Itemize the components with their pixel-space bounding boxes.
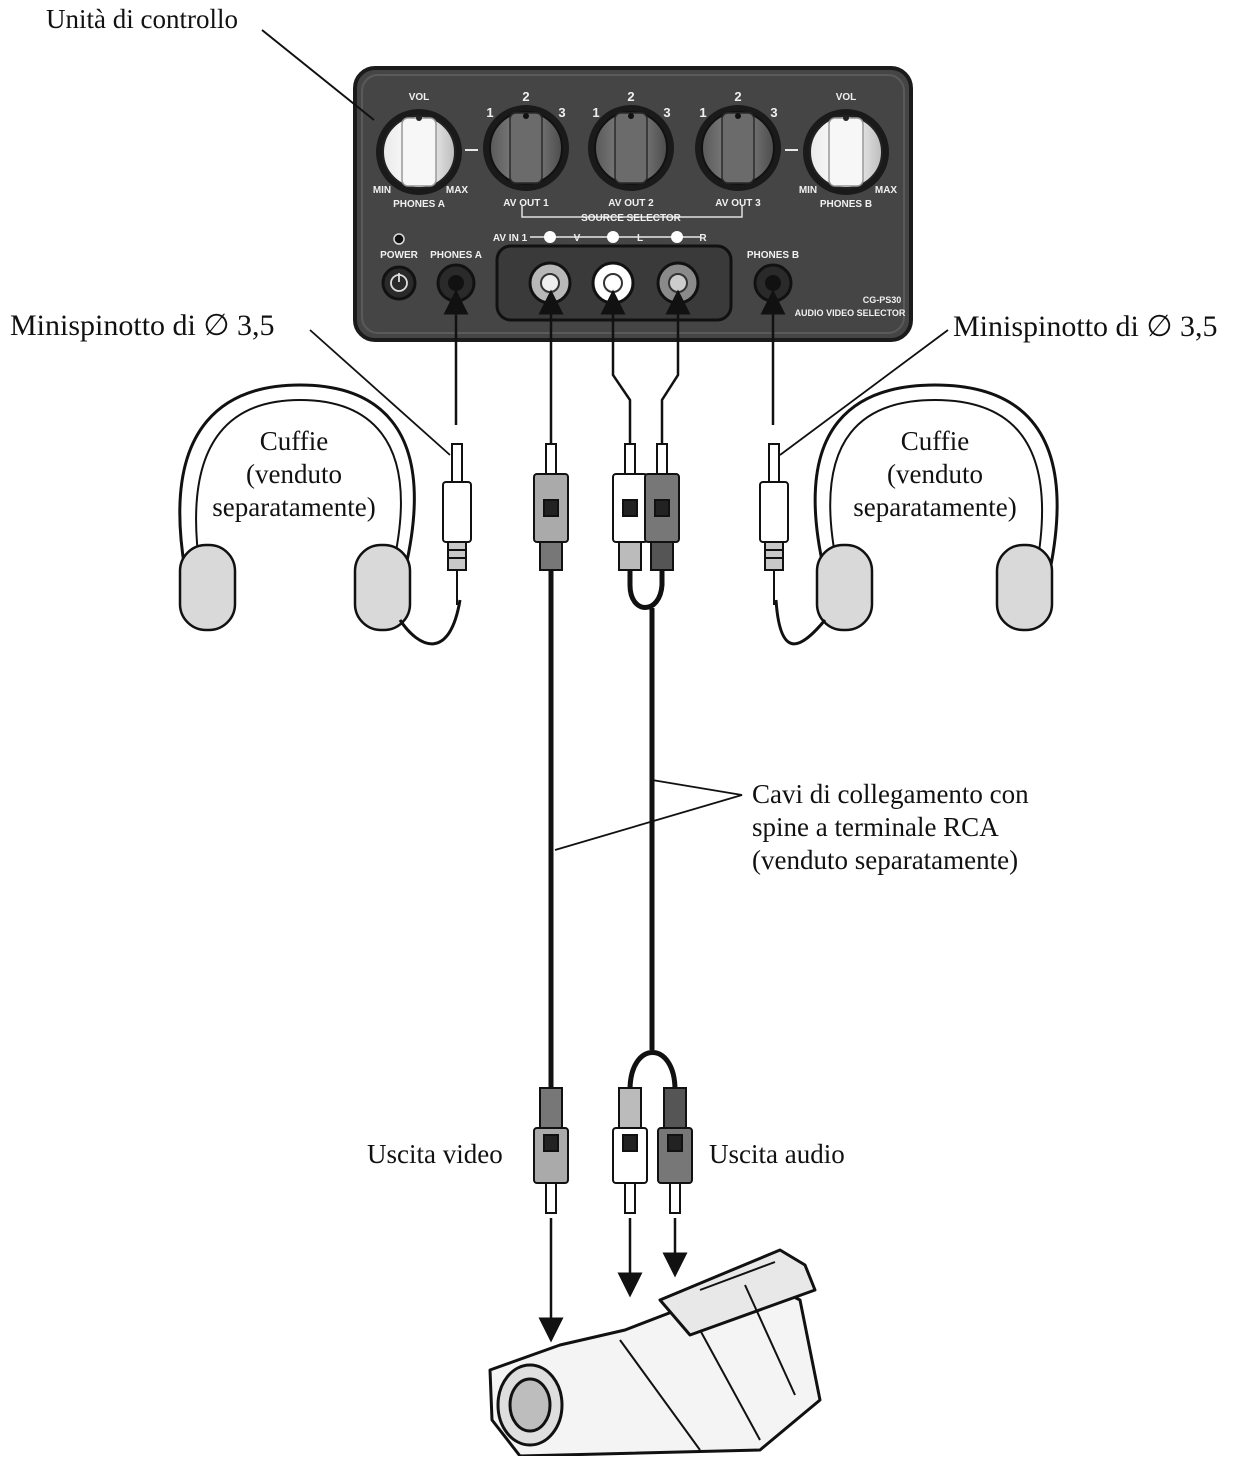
av-in-l-jack[interactable] xyxy=(591,261,635,305)
minijack-plug-left xyxy=(442,443,472,605)
cables-leader xyxy=(554,779,743,851)
rca-plug-audio-r-bottom xyxy=(657,1087,693,1214)
sel2-num-1: 1 xyxy=(592,105,599,120)
av-out-1-label: AV OUT 1 xyxy=(503,198,549,209)
video-out-label: Uscita video xyxy=(367,1139,503,1169)
headphones-right-line-2: (venduto xyxy=(887,459,983,489)
headphones-right-line-1: Cuffie xyxy=(900,426,970,456)
vol-b-label: VOL xyxy=(836,92,857,103)
sel3-num-2: 2 xyxy=(734,89,741,104)
rca-plug-video-bottom xyxy=(533,1087,569,1214)
sel1-num-2: 2 xyxy=(522,89,529,104)
av-out-3-label: AV OUT 3 xyxy=(715,198,761,209)
phones-a-jack[interactable] xyxy=(436,263,476,303)
headphones-right-label: Cuffie (venduto separatamente) xyxy=(835,425,1035,524)
phones-b-jack[interactable] xyxy=(753,263,793,303)
headphones-right xyxy=(774,383,1059,646)
camcorder xyxy=(488,1248,822,1458)
cables-line-2: spine a terminale RCA xyxy=(752,812,999,842)
vol-b-max-label: MAX xyxy=(875,185,898,196)
control-unit-leader xyxy=(261,29,375,121)
av-in-v-jack[interactable] xyxy=(528,261,572,305)
rca-plug-audio-l-top xyxy=(612,443,648,571)
av-out-3-selector[interactable] xyxy=(695,105,781,191)
phones-a-knob-label: PHONES A xyxy=(393,199,445,210)
source-selector-label: SOURCE SELECTOR xyxy=(581,213,682,224)
rca-plug-video-top xyxy=(533,443,569,571)
headphones-right-line-3: separatamente) xyxy=(853,492,1017,522)
av-out-2-selector[interactable] xyxy=(588,105,674,191)
power-button[interactable] xyxy=(381,265,417,301)
av-out-1-selector[interactable] xyxy=(483,105,569,191)
sel2-num-3: 3 xyxy=(663,105,670,120)
cables-line-3: (venduto separatamente) xyxy=(752,845,1019,875)
headphones-left-line-1: Cuffie xyxy=(259,426,329,456)
vol-a-min-label: MIN xyxy=(373,185,391,196)
minijack-left-leader xyxy=(309,329,451,456)
cables-label: Cavi di collegamento con spine a termina… xyxy=(752,778,1029,877)
r-label: R xyxy=(699,233,707,244)
rca-plug-audio-l-bottom xyxy=(612,1087,648,1214)
v-label: V xyxy=(574,233,581,244)
selector-numbers: 1 2 3 1 2 3 1 2 3 xyxy=(486,89,777,120)
power-label: POWER xyxy=(380,250,419,261)
sel1-num-3: 3 xyxy=(558,105,565,120)
headphones-left-line-2: (venduto xyxy=(246,459,342,489)
minijack-right-label: Minispinotto di ∅ 3,5 xyxy=(953,310,1218,343)
control-unit-label: Unità di controllo xyxy=(46,4,238,34)
control-unit: VOL VOL MIN MAX MIN MAX PHONES A PHONES … xyxy=(353,66,913,342)
headphones-left-line-3: separatamente) xyxy=(212,492,376,522)
minijack-right-leader xyxy=(779,329,949,456)
av-in-1-label: AV IN 1 xyxy=(493,233,528,244)
vol-a-knob[interactable] xyxy=(376,109,462,195)
headphones-left-label: Cuffie (venduto separatamente) xyxy=(194,425,394,524)
minijack-plug-right xyxy=(759,443,789,605)
headphones-left xyxy=(178,383,462,646)
cables-line-1: Cavi di collegamento con xyxy=(752,779,1029,809)
vol-b-knob[interactable] xyxy=(803,109,889,195)
audio-out-label: Uscita audio xyxy=(709,1139,845,1169)
phones-a-jack-label: PHONES A xyxy=(430,250,482,261)
rca-plug-audio-r-top xyxy=(644,443,680,571)
product-label: AUDIO VIDEO SELECTOR xyxy=(795,308,906,318)
sel1-num-1: 1 xyxy=(486,105,493,120)
model-label: CG-PS30 xyxy=(863,295,902,305)
sel2-num-2: 2 xyxy=(627,89,634,104)
camcorder-arrows xyxy=(538,1218,688,1343)
sel3-num-3: 3 xyxy=(770,105,777,120)
vol-a-max-label: MAX xyxy=(446,185,469,196)
av-in-r-jack[interactable] xyxy=(656,261,700,305)
phones-b-knob-label: PHONES B xyxy=(820,199,872,210)
minijack-left-label: Minispinotto di ∅ 3,5 xyxy=(10,309,275,342)
sel3-num-1: 1 xyxy=(699,105,706,120)
rca-cables xyxy=(548,570,678,1091)
l-label: L xyxy=(637,233,643,244)
av-out-2-label: AV OUT 2 xyxy=(608,198,654,209)
panel-labels: VOL VOL MIN MAX MIN MAX PHONES A PHONES … xyxy=(373,92,906,318)
vol-b-min-label: MIN xyxy=(799,185,817,196)
vol-a-label: VOL xyxy=(409,92,430,103)
phones-b-jack-label: PHONES B xyxy=(747,250,799,261)
connection-arrows xyxy=(443,289,786,444)
